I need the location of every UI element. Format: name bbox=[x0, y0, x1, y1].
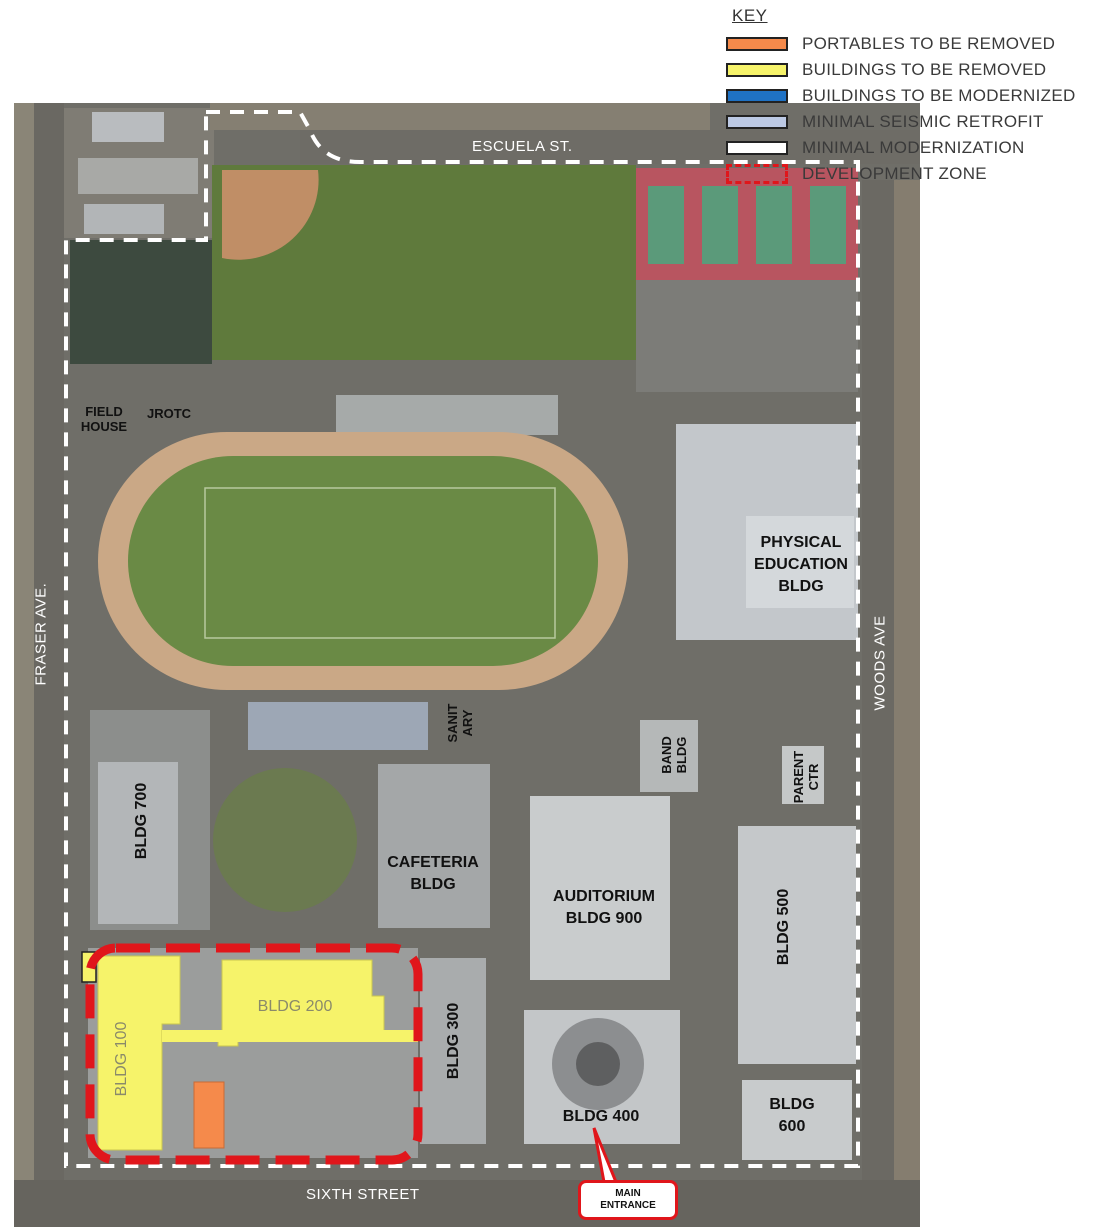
tennis-court-1 bbox=[648, 186, 684, 264]
label-bldg-600: BLDG 600 bbox=[769, 1096, 815, 1135]
legend-label: MINIMAL MODERNIZATION bbox=[802, 138, 1025, 157]
label-bldg-500: BLDG 500 bbox=[775, 888, 792, 966]
legend-item-removed: BUILDINGS TO BE REMOVED bbox=[726, 58, 1046, 82]
legend-title: KEY bbox=[732, 6, 768, 25]
roof-nw-1 bbox=[92, 112, 164, 142]
bldg700-roof bbox=[98, 762, 178, 924]
softball-infield bbox=[222, 170, 319, 260]
bldg300-roof bbox=[420, 958, 486, 1144]
sixth-road bbox=[14, 1180, 920, 1227]
label-sanitary: SANIT ARY bbox=[445, 703, 475, 743]
label-bldg-200: BLDG 200 bbox=[257, 998, 333, 1015]
label-parent-center: PARENT CTR bbox=[791, 750, 821, 804]
band-roof bbox=[640, 720, 698, 792]
bldg600-roof bbox=[742, 1080, 852, 1160]
north-block bbox=[210, 103, 710, 130]
escuela-street bbox=[300, 130, 920, 164]
label-bldg-300: BLDG 300 bbox=[445, 1002, 462, 1080]
label-field-house: FIELD HOUSE bbox=[80, 404, 128, 434]
legend-label: MINIMAL SEISMIC RETROFIT bbox=[802, 112, 1044, 131]
street-label-fraser: FRASER AVE. bbox=[32, 582, 50, 686]
label-jrotc: JROTC bbox=[146, 406, 192, 421]
label-cafeteria: CAFETERIA BLDG bbox=[387, 854, 479, 893]
pe-roof-inner bbox=[746, 516, 854, 608]
roof-nw-3 bbox=[84, 204, 164, 234]
campus-boundary bbox=[64, 110, 860, 1168]
cafeteria-roof bbox=[378, 764, 490, 928]
bleachers bbox=[336, 395, 558, 435]
legend-swatch bbox=[726, 37, 788, 51]
portable-removed bbox=[193, 1081, 225, 1149]
north-parking bbox=[636, 280, 858, 392]
label-bldg-400: BLDG 400 bbox=[562, 1108, 640, 1125]
label-band-building: BAND BLDG bbox=[659, 736, 689, 774]
tennis-court-3 bbox=[756, 186, 792, 264]
east-block bbox=[894, 180, 920, 1227]
label-bldg-100: BLDG 100 bbox=[113, 1021, 130, 1097]
block-west bbox=[14, 103, 34, 1227]
legend-item-minimal: MINIMAL MODERNIZATION bbox=[726, 136, 1025, 160]
legend-label: DEVELOPMENT ZONE bbox=[802, 164, 987, 183]
legend-swatch bbox=[726, 141, 788, 155]
label-auditorium: AUDITORIUM BLDG 900 bbox=[553, 888, 655, 927]
football-field bbox=[128, 456, 598, 666]
legend-item-portables: PORTABLES TO BE REMOVED bbox=[726, 32, 1055, 56]
main-entrance-callout: MAIN ENTRANCE bbox=[578, 1180, 678, 1220]
roof-nw-2 bbox=[78, 158, 198, 194]
tennis-court-2 bbox=[702, 186, 738, 264]
legend-item-seismic: MINIMAL SEISMIC RETROFIT bbox=[726, 110, 1044, 134]
plaza bbox=[213, 768, 357, 912]
legend-item-modernized: BUILDINGS TO BE MODERNIZED bbox=[726, 84, 1076, 108]
auditorium-roof bbox=[530, 796, 670, 980]
development-zone bbox=[85, 943, 423, 1165]
bldg500-roof bbox=[738, 826, 856, 1064]
tennis-court-4 bbox=[810, 186, 846, 264]
field-markings bbox=[204, 487, 556, 639]
legend-swatch bbox=[726, 115, 788, 129]
street-label-escuela: ESCUELA ST. bbox=[472, 138, 573, 155]
legend-swatch bbox=[726, 164, 788, 184]
legend-swatch bbox=[726, 63, 788, 77]
legend-label: BUILDINGS TO BE MODERNIZED bbox=[802, 86, 1076, 105]
building-sanitary-roof bbox=[248, 702, 428, 750]
legend-label: PORTABLES TO BE REMOVED bbox=[802, 34, 1056, 53]
street-label-woods: WOODS AVE bbox=[871, 615, 889, 711]
legend-label: BUILDINGS TO BE REMOVED bbox=[802, 60, 1047, 79]
west-courts bbox=[70, 240, 212, 364]
fraser-road bbox=[34, 103, 64, 1227]
woods-road bbox=[862, 180, 894, 1227]
parent-roof bbox=[782, 746, 824, 804]
legend-swatch bbox=[726, 89, 788, 103]
bldg400-rotunda-inner bbox=[576, 1042, 620, 1086]
label-pe-building: PHYSICAL EDUCATION BLDG bbox=[754, 534, 848, 595]
connector-removed bbox=[162, 1030, 418, 1042]
label-bldg-700: BLDG 700 bbox=[133, 782, 150, 860]
legend-item-devzone: DEVELOPMENT ZONE bbox=[726, 162, 987, 186]
street-label-sixth: SIXTH STREET bbox=[306, 1186, 420, 1203]
